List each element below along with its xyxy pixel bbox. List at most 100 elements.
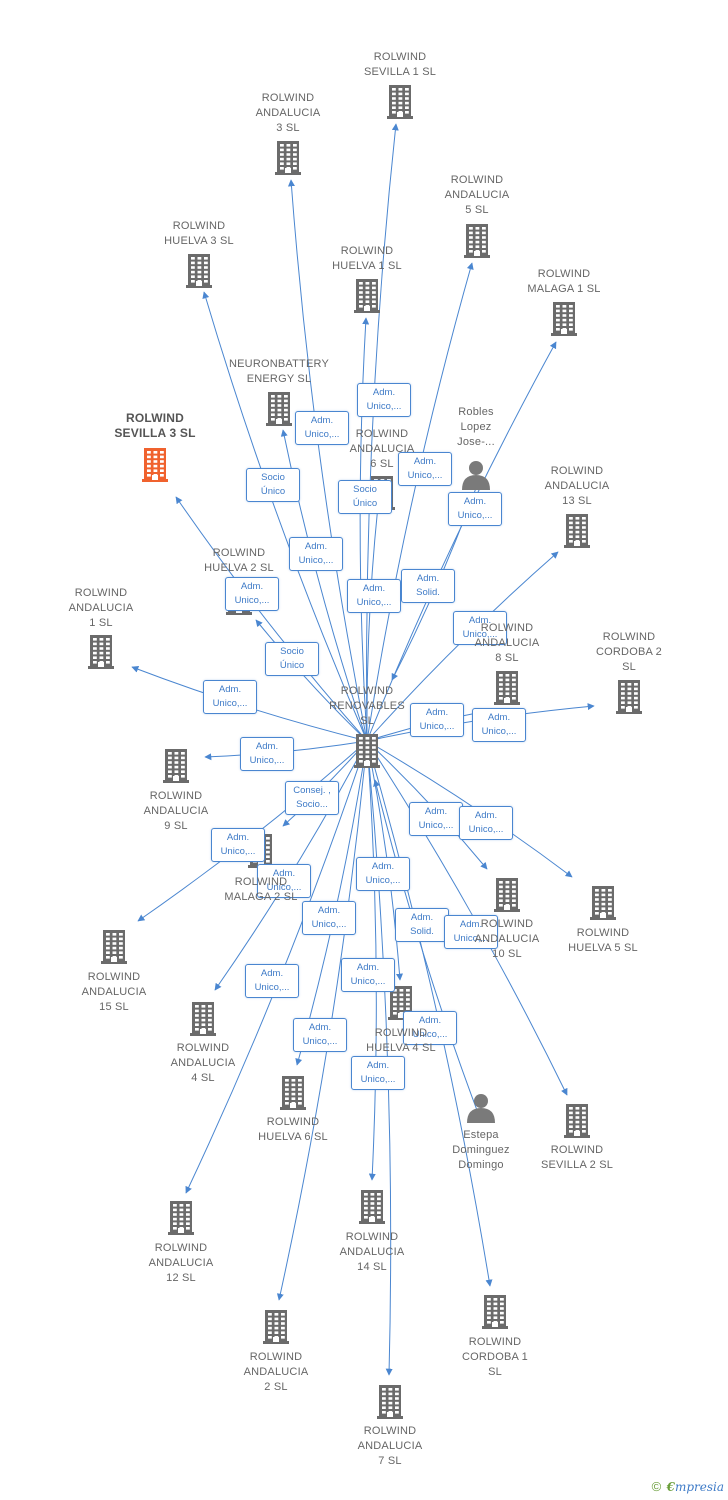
person-icon[interactable] [467,1094,495,1123]
edge-renovables-huelva3 [202,291,368,742]
edge-label-andalucia10[interactable]: Adm. Unico,... [409,802,463,836]
building-icon[interactable] [590,886,616,920]
node-label-sevilla2[interactable]: ROLWIND SEVILLA 2 SL [540,1144,614,1171]
node-label-andalucia7[interactable]: ROLWIND ANDALUCIA 7 SL [357,1425,423,1467]
building-icon[interactable] [387,85,413,119]
node-label-huelva4[interactable]: ROLWIND HUELVA 4 SL [366,1027,436,1054]
building-icon[interactable] [88,635,114,669]
building-icon[interactable] [464,224,490,258]
edge-label-andalucia15[interactable]: Adm. Unico,... [211,828,265,862]
edge-label-andalucia14[interactable]: Adm. Unico,... [341,958,395,992]
edge-label-huelva1[interactable]: Socio Único [338,480,392,514]
edge-label-andalucia7[interactable]: Adm. Unico,... [351,1056,405,1090]
person-icon[interactable] [462,461,490,490]
node-label-huelva5[interactable]: ROLWIND HUELVA 5 SL [568,927,638,954]
node-label-huelva2[interactable]: ROLWIND HUELVA 2 SL [204,547,274,574]
brand-logo-text: mpresia [674,1480,724,1494]
node-label-andalucia15[interactable]: ROLWIND ANDALUCIA 15 SL [81,971,147,1013]
edge-label-andalucia12[interactable]: Adm. Unico,... [245,964,299,998]
building-icon[interactable] [163,749,189,783]
node-label-sevilla1[interactable]: ROLWIND SEVILLA 1 SL [363,51,437,78]
node-label-andalucia12[interactable]: ROLWIND ANDALUCIA 12 SL [148,1242,214,1284]
edge-renovables-andalucia6 [366,486,383,742]
edge-renovables-andalucia5 [366,262,474,742]
nodes-layer [88,85,642,1419]
edge-renovables-sevilla1 [366,123,399,742]
node-label-andalucia9[interactable]: ROLWIND ANDALUCIA 9 SL [143,790,209,832]
node-label-andalucia2[interactable]: ROLWIND ANDALUCIA 2 SL [243,1351,309,1393]
edge-label-huelva6[interactable]: Adm. Unico,... [302,901,356,935]
edge-label-sevilla3[interactable]: Adm. Unico,... [225,577,279,611]
building-icon[interactable] [190,1002,216,1036]
edge-label-robles[interactable]: Adm. Solid. [401,569,455,603]
edge-label-andalucia5[interactable]: Adm. Unico,... [398,452,452,486]
edge-label-huelva3[interactable]: Socio Único [246,468,300,502]
node-label-andalucia6[interactable]: ROLWIND ANDALUCIA 6 SL [349,428,415,470]
building-icon[interactable] [494,671,520,705]
node-label-sevilla3[interactable]: ROLWIND SEVILLA 3 SL [114,411,196,440]
edge-label-malaga1[interactable]: Adm. Unico,... [448,492,502,526]
edge-label-neuronbattery[interactable]: Adm. Unico,... [289,537,343,571]
building-icon[interactable] [564,514,590,548]
node-label-andalucia5[interactable]: ROLWIND ANDALUCIA 5 SL [444,174,510,216]
edge-label-andalucia1[interactable]: Adm. Unico,... [203,680,257,714]
building-icon[interactable] [359,1190,385,1224]
building-icon[interactable] [101,930,127,964]
building-icon[interactable] [168,1201,194,1235]
edge-label-andalucia8[interactable]: Adm. Unico,... [410,703,464,737]
building-icon[interactable] [186,254,212,288]
node-label-andalucia8[interactable]: ROLWIND ANDALUCIA 8 SL [474,622,540,664]
node-label-renovables[interactable]: ROLWIND RENOVABLES SL [329,685,405,727]
edge-label-huelva4[interactable]: Adm. Unico,... [356,857,410,891]
building-icon[interactable] [388,986,414,1020]
building-icon[interactable] [354,279,380,313]
node-label-robles[interactable]: Robles Lopez Jose-... [457,406,495,448]
edge-label-sevilla2[interactable]: Adm. Unico,... [444,915,498,949]
node-label-andalucia10[interactable]: ROLWIND ANDALUCIA 10 SL [474,918,540,960]
edge-label-estepa[interactable]: Adm. Solid. [395,908,449,942]
node-label-cordoba1[interactable]: ROLWIND CORDOBA 1 SL [462,1336,528,1378]
edge-label-huelva2[interactable]: Socio Único [265,642,319,676]
edge-renovables-sevilla3 [175,496,368,742]
edge-renovables-andalucia3 [287,179,368,742]
node-label-huelva6[interactable]: ROLWIND HUELVA 6 SL [258,1116,328,1143]
building-icon[interactable] [564,1104,590,1138]
edge-label-cordoba1[interactable]: Adm. Unico,... [403,1011,457,1045]
edge-label-andalucia3[interactable]: Adm. Unico,... [295,411,349,445]
building-icon[interactable] [482,1295,508,1329]
edge-renovables-huelva5 [366,740,573,878]
edge-label-cordoba2[interactable]: Adm. Unico,... [472,708,526,742]
node-label-estepa[interactable]: Estepa Dominguez Domingo [452,1129,510,1171]
edge-label-andalucia2[interactable]: Adm. Unico,... [293,1018,347,1052]
building-icon[interactable] [354,734,380,768]
node-label-huelva1[interactable]: ROLWIND HUELVA 1 SL [332,245,402,272]
node-label-huelva3[interactable]: ROLWIND HUELVA 3 SL [164,220,234,247]
building-icon[interactable] [377,1385,403,1419]
edge-label-andalucia9[interactable]: Adm. Unico,... [240,737,294,771]
building-icon[interactable] [275,141,301,175]
building-icon[interactable] [551,302,577,336]
node-label-andalucia1[interactable]: ROLWIND ANDALUCIA 1 SL [68,587,134,629]
node-label-malaga2[interactable]: ROLWIND MALAGA 2 SL [224,876,298,903]
building-icon[interactable] [263,1310,289,1344]
node-label-andalucia13[interactable]: ROLWIND ANDALUCIA 13 SL [544,465,610,507]
node-label-cordoba2[interactable]: ROLWIND CORDOBA 2 SL [596,631,662,673]
edge-label-andalucia13[interactable]: Adm. Unico,... [453,611,507,645]
building-icon[interactable] [616,680,642,714]
edge-renovables-huelva1 [359,317,370,742]
building-icon[interactable] [266,392,292,426]
building-icon[interactable] [142,448,168,482]
edge-label-huelva5[interactable]: Adm. Unico,... [459,806,513,840]
node-label-andalucia14[interactable]: ROLWIND ANDALUCIA 14 SL [339,1231,405,1273]
edge-label-andalucia4[interactable]: Adm. Unico,... [257,864,311,898]
edge-label-sevilla1[interactable]: Adm. Unico,... [357,383,411,417]
node-label-neuronbattery[interactable]: NEURONBATTERY ENERGY SL [229,358,329,385]
building-icon[interactable] [280,1076,306,1110]
edge-label-malaga2[interactable]: Consej. , Socio... [285,781,339,815]
edge-label-andalucia6[interactable]: Adm. Unico,... [347,579,401,613]
node-label-malaga1[interactable]: ROLWIND MALAGA 1 SL [527,268,601,295]
building-icon[interactable] [494,878,520,912]
node-label-andalucia3[interactable]: ROLWIND ANDALUCIA 3 SL [255,92,321,134]
node-label-andalucia4[interactable]: ROLWIND ANDALUCIA 4 SL [170,1042,236,1084]
